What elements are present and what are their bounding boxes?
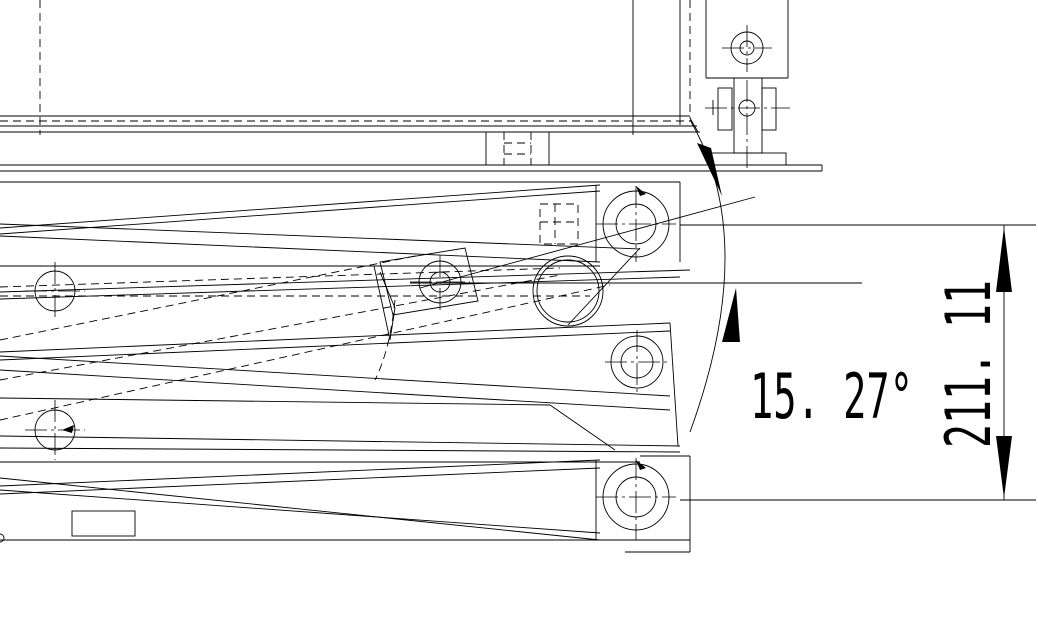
pin-top-right bbox=[596, 186, 676, 262]
angle-dimension: 15. 27° bbox=[689, 119, 913, 433]
pin-left-lower bbox=[25, 400, 85, 460]
scissor-arms bbox=[0, 181, 691, 553]
pin-left-upper bbox=[25, 262, 85, 320]
pin-middle-right bbox=[605, 330, 670, 394]
height-dimension-label: 211. 11 bbox=[932, 280, 1005, 448]
upper-platform bbox=[0, 0, 823, 172]
hinge-bracket bbox=[705, 0, 790, 172]
pin-cylinder bbox=[410, 255, 470, 310]
angle-dimension-label: 15. 27° bbox=[750, 360, 913, 433]
pin-bottom-right bbox=[596, 458, 676, 540]
height-dimension: 211. 11 bbox=[680, 224, 1036, 501]
hydraulic-cylinder bbox=[373, 196, 862, 381]
